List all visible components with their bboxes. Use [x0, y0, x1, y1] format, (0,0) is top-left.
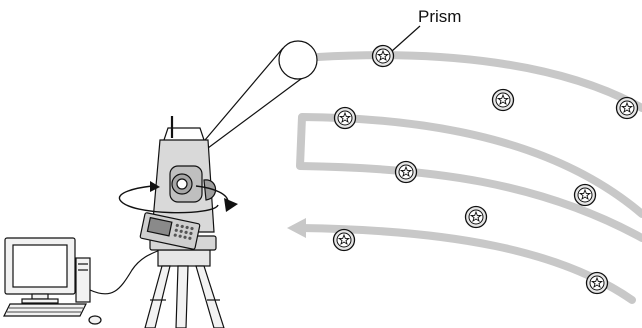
monitor-screen	[12, 244, 68, 288]
monitor-base	[21, 298, 59, 304]
prism-icon	[615, 96, 639, 120]
path-arrowhead	[287, 218, 306, 238]
beam-cone	[204, 40, 318, 149]
prism-icon	[491, 88, 515, 112]
monitor-stand	[31, 293, 49, 300]
prism-icon	[585, 271, 609, 295]
computer-icon	[3, 237, 102, 325]
data-cable	[89, 249, 161, 295]
pc-tower	[75, 257, 91, 303]
tripod	[144, 249, 225, 328]
prism-icon	[332, 228, 356, 252]
rotation-arrow	[118, 181, 238, 214]
beam-spot	[278, 40, 318, 80]
path-segment-top	[314, 51, 642, 112]
prism-icon	[394, 160, 418, 184]
total-station-icon	[139, 116, 217, 251]
prism-icon	[333, 106, 357, 130]
handle	[163, 127, 205, 141]
mouse	[88, 315, 102, 325]
tracking-path	[287, 51, 642, 304]
path-segment-middle	[296, 113, 642, 242]
prism-icon	[573, 183, 597, 207]
prism-icon	[371, 44, 395, 68]
keyboard	[3, 303, 87, 317]
prism-leader-line	[391, 25, 421, 52]
prism-label: Prism	[418, 7, 461, 26]
display	[146, 216, 173, 237]
prism-icon	[464, 205, 488, 229]
